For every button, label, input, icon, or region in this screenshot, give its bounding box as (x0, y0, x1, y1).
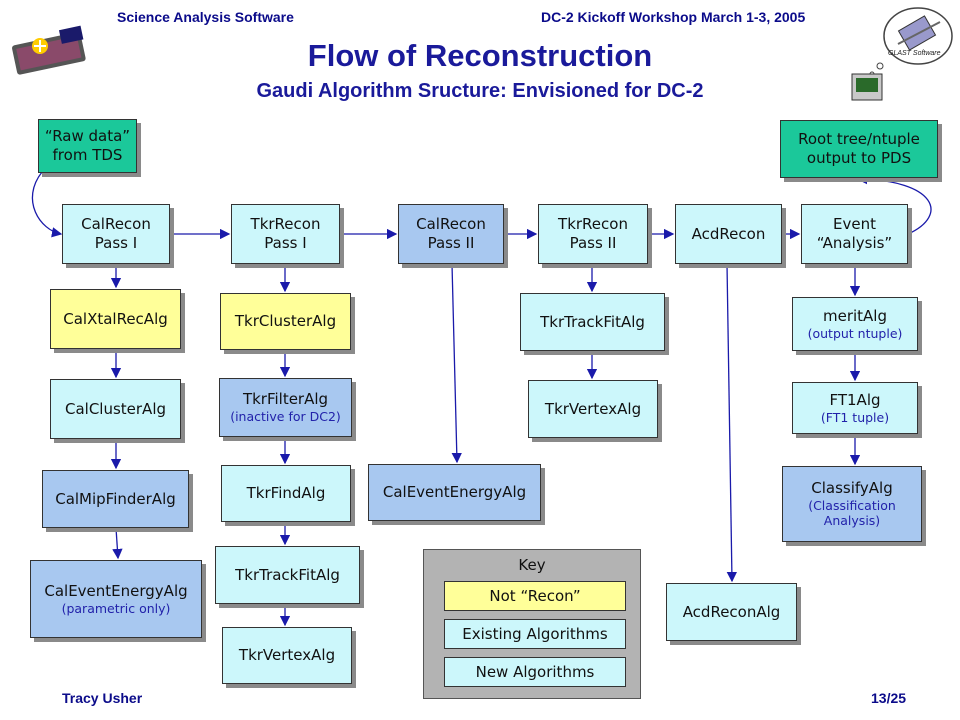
calclusteralg-label: CalClusterAlg (64, 399, 167, 418)
tkrvertexalg-pass2-label: TkrVertexAlg (544, 399, 642, 418)
calclusteralg-box: CalClusterAlg (50, 379, 181, 439)
tkrtrackfitalg-pass2-label: TkrTrackFitAlg (540, 312, 645, 331)
event-analysis-line1: Event (833, 215, 876, 234)
raw-data-line2: from TDS (52, 146, 123, 164)
caleventenergyalg-parametric-label: CalEventEnergyAlg (44, 581, 188, 600)
ft1alg-box: FT1Alg (FT1 tuple) (792, 382, 918, 434)
key-new-algorithms: New Algorithms (444, 657, 626, 687)
acdreconalg-box: AcdReconAlg (666, 583, 797, 641)
classifyalg-note-line1: (Classification (808, 497, 896, 513)
calxtalrecalg-box: CalXtalRecAlg (50, 289, 181, 349)
root-output-line2: output to PDS (806, 149, 912, 167)
meritalg-label: meritAlg (822, 306, 887, 325)
footer-page-number: 13/25 (871, 690, 907, 706)
tkrvertexalg-pass1-label: TkrVertexAlg (238, 646, 336, 665)
event-analysis-box: Event “Analysis” (801, 204, 908, 264)
header-left-text: Science Analysis Software (117, 9, 294, 25)
tkrfindalg-box: TkrFindAlg (221, 465, 351, 522)
tkrvertexalg-pass2-box: TkrVertexAlg (528, 380, 658, 438)
tkrrecon-pass2-line2: Pass II (569, 234, 617, 252)
acdrecon-box: AcdRecon (675, 204, 782, 264)
tkrrecon-pass2-box: TkrRecon Pass II (538, 204, 648, 264)
calrecon-pass1-line1: CalRecon (81, 215, 151, 234)
tkrfilteralg-box: TkrFilterAlg (inactive for DC2) (219, 378, 352, 437)
key-existing-label: Existing Algorithms (462, 624, 608, 643)
tkrtrackfitalg-pass1-box: TkrTrackFitAlg (215, 546, 360, 604)
calrecon-pass2-box: CalRecon Pass II (398, 204, 504, 264)
tkrrecon-pass1-line1: TkrRecon (250, 215, 321, 234)
tkrtrackfitalg-pass2-box: TkrTrackFitAlg (520, 293, 665, 351)
meritalg-note: (output ntuple) (807, 325, 903, 341)
glast-software-label: GLAST Software (888, 50, 941, 57)
acdrecon-label: AcdRecon (691, 224, 766, 243)
classifyalg-note-line2: Analysis) (823, 513, 881, 529)
ft1alg-note: (FT1 tuple) (820, 409, 890, 425)
calmipfinderalg-label: CalMipFinderAlg (55, 489, 176, 508)
classifyalg-box: ClassifyAlg (Classification Analysis) (782, 466, 922, 542)
tkrvertexalg-pass1-box: TkrVertexAlg (222, 627, 352, 684)
ft1alg-label: FT1Alg (829, 390, 881, 409)
tkrrecon-pass1-line2: Pass I (264, 234, 307, 252)
raw-data-line1: “Raw data” (44, 127, 131, 146)
classifyalg-label: ClassifyAlg (811, 479, 893, 497)
key-existing-algorithms: Existing Algorithms (444, 619, 626, 649)
glast-software-logo: GLAST Software (850, 4, 955, 104)
calmipfinderalg-box: CalMipFinderAlg (42, 470, 189, 528)
acdreconalg-label: AcdReconAlg (682, 602, 781, 621)
page-subtitle: Gaudi Algorithm Sructure: Envisioned for… (256, 80, 704, 102)
calxtalrecalg-label: CalXtalRecAlg (63, 309, 168, 328)
tkrtrackfitalg-pass1-label: TkrTrackFitAlg (235, 565, 340, 584)
key-title: Key (518, 556, 546, 574)
tkrrecon-pass2-line1: TkrRecon (558, 215, 628, 234)
tkrfilteralg-note: (inactive for DC2) (230, 409, 341, 425)
key-new-label: New Algorithms (475, 662, 595, 681)
key-not-recon: Not “Recon” (444, 581, 626, 611)
caleventenergyalg-label: CalEventEnergyAlg (382, 483, 527, 502)
header-right-text: DC-2 Kickoff Workshop March 1-3, 2005 (541, 9, 806, 25)
tkrrecon-pass1-box: TkrRecon Pass I (231, 204, 340, 264)
calrecon-pass1-line2: Pass I (94, 234, 138, 252)
root-output-box: Root tree/ntuple output to PDS (780, 120, 938, 178)
caleventenergyalg-box: CalEventEnergyAlg (368, 464, 541, 521)
raw-data-box: “Raw data” from TDS (38, 119, 137, 173)
caleventenergyalg-parametric-note: (parametric only) (61, 600, 171, 616)
meritalg-box: meritAlg (output ntuple) (792, 297, 918, 351)
caleventenergyalg-parametric-box: CalEventEnergyAlg (parametric only) (30, 560, 202, 638)
tkrfindalg-label: TkrFindAlg (246, 484, 326, 503)
glast-logo (10, 14, 90, 84)
event-analysis-line2: “Analysis” (816, 234, 893, 252)
tkrclusteralg-label: TkrClusterAlg (234, 312, 337, 331)
footer-author: Tracy Usher (62, 690, 143, 706)
page-title: Flow of Reconstruction (307, 38, 653, 73)
tkrclusteralg-box: TkrClusterAlg (220, 293, 351, 350)
root-output-line1: Root tree/ntuple (798, 130, 920, 149)
key-not-recon-label: Not “Recon” (489, 586, 581, 605)
calrecon-pass2-line2: Pass II (427, 234, 475, 252)
key-legend: Key Not “Recon” Existing Algorithms New … (423, 549, 641, 699)
tkrfilteralg-label: TkrFilterAlg (242, 390, 329, 409)
calrecon-pass2-line1: CalRecon (416, 215, 486, 234)
calrecon-pass1-box: CalRecon Pass I (62, 204, 170, 264)
